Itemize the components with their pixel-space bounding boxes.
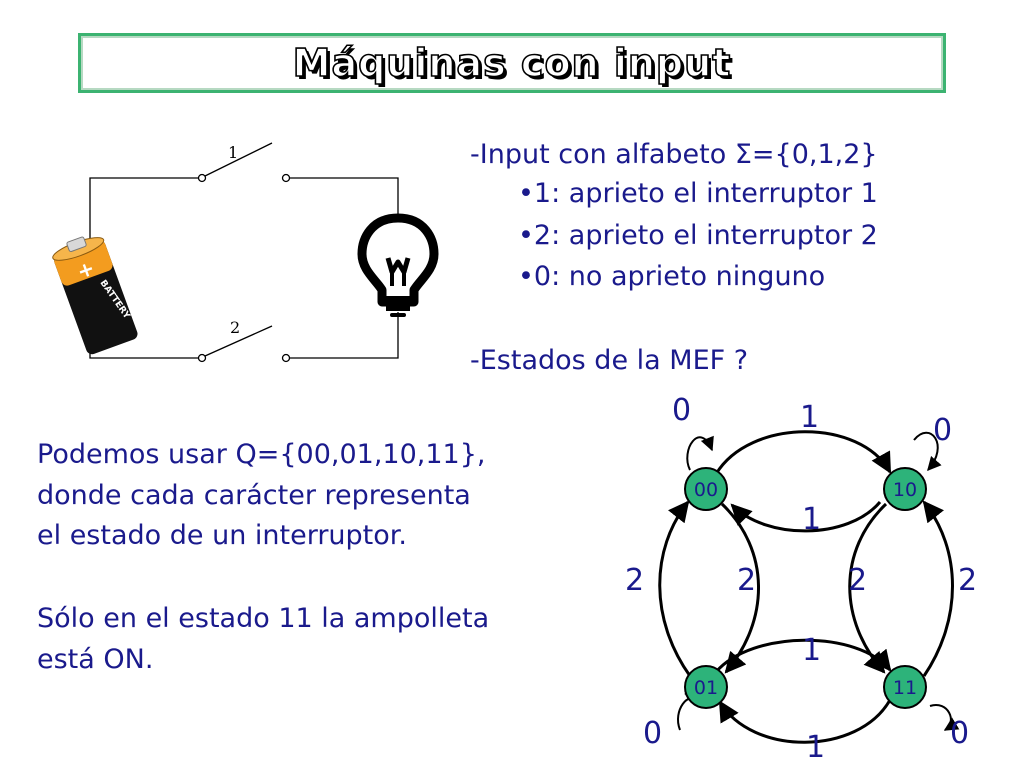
bullet-item-0: •0: no aprieto ninguno [518,261,826,292]
label-right-outer: 2 [958,563,978,598]
switch-1-contact-left [197,173,207,183]
state-node-10 [883,467,927,511]
title-box: Máquinas con input [78,33,946,93]
state-label-01: 01 [694,677,718,699]
page-title: Máquinas con input [292,40,732,86]
states-question: -Estados de la MEF ? [470,345,749,376]
state-label-00: 00 [694,479,718,501]
label-left-outer: 2 [625,563,645,598]
edge-00-10-outer [714,430,892,475]
battery-plus: + [74,255,98,283]
battery-icon: + BATTERY [52,236,138,355]
edge-11-01-outer [718,699,892,744]
switch-2-contact-left [197,353,207,363]
edge-10-00-inner [730,501,882,533]
state-label-11: 11 [893,677,917,699]
label-left-inner: 2 [737,563,757,598]
switch-2-contact-right [281,353,291,363]
bullet-item-1: •1: aprieto el interruptor 1 [518,178,878,209]
label-top-inner: 1 [802,502,822,537]
description-line-1: Podemos usar Q={00,01,10,11}, [37,439,486,470]
label-loop-11: 0 [950,716,970,751]
switch-1-lever [204,142,273,177]
switch-2-lever [204,325,273,357]
circuit-wires [89,142,399,359]
label-right-inner: 2 [848,563,868,598]
label-bottom-outer: 1 [806,730,826,765]
switch-2-label: 2 [230,318,240,337]
state-node-00 [684,467,728,511]
input-alphabet-line: -Input con alfabeto Σ={0,1,2} [470,139,878,170]
label-top-outer: 1 [800,400,820,435]
loop-10 [913,431,942,472]
state-node-11 [883,665,927,709]
label-bottom-inner: 1 [802,633,822,668]
description-line-2: donde cada carácter representa [37,480,471,511]
label-loop-00: 0 [672,393,692,428]
edge-01-00-outer [658,500,692,677]
state-node-01 [684,665,728,709]
loop-00 [686,435,714,471]
switch-1-label: 1 [228,143,238,162]
light-bulb-icon [357,213,439,317]
description-line-3: el estado de un interruptor. [37,520,407,551]
bullet-item-2: •2: aprieto el interruptor 2 [518,220,878,251]
description-line-6: está ON. [37,644,154,675]
switch-1-contact-right [281,173,291,183]
label-loop-01: 0 [643,716,663,751]
state-label-10: 10 [893,479,917,501]
loop-11 [929,703,960,731]
edge-00-01-inner [720,502,760,674]
label-loop-10: 0 [933,413,953,448]
edge-11-10-outer [922,500,954,677]
description-line-5: Sólo en el estado 11 la ampolleta [37,603,490,634]
edge-10-11-inner [848,502,888,674]
